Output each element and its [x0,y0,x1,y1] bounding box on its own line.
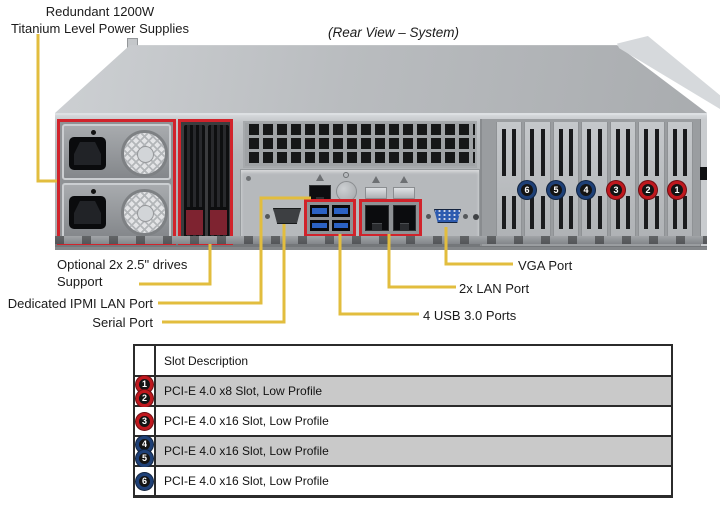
slot-covers [495,122,694,238]
expansion-slot-cover [609,122,637,238]
chassis-rear-panel: 6 5 4 3 2 1 [55,113,707,247]
table-row: 4 5 PCI-E 4.0 x16 Slot, Low Profile [135,435,671,467]
slot-description-cell: PCI-E 4.0 x16 Slot, Low Profile [164,414,329,428]
slot-number-badge: 1 [668,181,686,199]
psu-callout: Redundant 1200W Titanium Level Power Sup… [0,3,200,37]
expansion-slot-cover [524,122,551,238]
psu-led [91,130,96,135]
drives-callout-line2: Support [57,274,103,289]
slot-description-cell: PCI-E 4.0 x16 Slot, Low Profile [164,474,329,488]
psu-callout-line1: Redundant 1200W [45,4,155,19]
slot-number-badge: 4 [136,435,153,453]
usb3-port [310,219,329,231]
screw [463,214,468,219]
slot-description-cell: PCI-E 4.0 x16 Slot, Low Profile [156,437,671,465]
expansion-slot-cover [666,122,693,238]
db9-connector [273,208,301,224]
screw [426,214,431,219]
screw [246,176,251,181]
drives-callout-line1: Optional 2x 2.5" drives [57,257,188,272]
power-supply-unit-1 [62,124,171,180]
figure-title: (Rear View – System) [328,25,460,40]
emi-shield [365,187,387,199]
usb3-port [331,219,350,231]
db15-connector [434,209,461,223]
usb3-port [310,205,329,217]
psu-fan [121,189,168,236]
table-badge-cell: 6 [135,467,156,495]
slot-number-badge: 4 [577,181,595,199]
lan-highlight-box [359,199,422,237]
table-badge-cell: 3 [135,407,156,435]
expansion-slot-cover [638,122,665,238]
usb-highlight-box [304,199,356,237]
slot-description-table: Slot Description 1 2 PCI-E 4.0 x8 Slot, … [133,344,673,498]
chassis-top-surface [55,45,707,113]
lan-port [392,205,416,231]
lan-callout: 2x LAN Port [459,281,530,296]
lan-icon [400,176,408,183]
slot-number-badge: 5 [136,449,153,467]
lan-icon [372,176,380,183]
psu-fan [121,130,168,177]
panel-hole [473,214,479,220]
vga-port [426,207,468,227]
slot-number-badge: 5 [547,181,565,199]
slot-number-badge: 2 [136,389,153,407]
network-icon [316,174,324,181]
table-header-cell: Slot Description [164,353,249,368]
vent-grille [243,121,477,168]
slot-number-badge: 3 [136,412,153,430]
slot-number-badge: 2 [639,181,657,199]
screw [265,214,270,219]
serial-port [265,207,309,227]
emi-shield [393,187,415,199]
table-row: 1 2 PCI-E 4.0 x8 Slot, Low Profile [135,375,671,407]
table-row: 6 PCI-E 4.0 x16 Slot, Low Profile [135,465,671,495]
serial-callout: Serial Port [92,315,153,330]
chassis-latch [700,167,707,180]
lan-port [365,205,389,231]
knockout-icon [343,172,349,178]
io-panel [240,169,480,243]
psu-callout-line2: Titanium Level Power Supplies [11,21,189,36]
slot-number-badge: 6 [518,181,536,199]
psu-led [91,189,96,194]
table-badge-cell: 1 2 [135,375,156,407]
usb-callout: 4 USB 3.0 Ports [423,308,517,323]
slot-number-badge: 3 [607,181,625,199]
expansion-slot-cover [552,122,580,238]
chassis-bottom-rail [55,236,707,244]
ac-inlet [69,137,106,170]
expansion-slot-cover [581,122,608,238]
chassis-shadow [55,247,707,250]
table-row: 3 PCI-E 4.0 x16 Slot, Low Profile [135,405,671,435]
psu-highlight-box [57,119,176,245]
table-badge-column-header [135,346,156,375]
slot-number-badge: 6 [136,472,153,490]
drive-tray [208,125,229,239]
table-header-row: Slot Description [135,346,671,375]
chassis-right-flange [700,119,707,246]
drive-bays-highlight-box [178,119,233,245]
drive-tray [184,125,205,239]
ac-inlet [69,196,106,229]
expansion-slot-cover [496,122,523,238]
table-badge-cell: 4 5 [135,435,156,467]
drives-callout: Optional 2x 2.5" drives Support [57,256,217,290]
vga-callout: VGA Port [518,258,573,273]
ipmi-callout: Dedicated IPMI LAN Port [7,296,153,311]
power-supply-unit-2 [62,183,171,239]
usb3-port [331,205,350,217]
slot-description-cell: PCI-E 4.0 x8 Slot, Low Profile [156,377,671,405]
